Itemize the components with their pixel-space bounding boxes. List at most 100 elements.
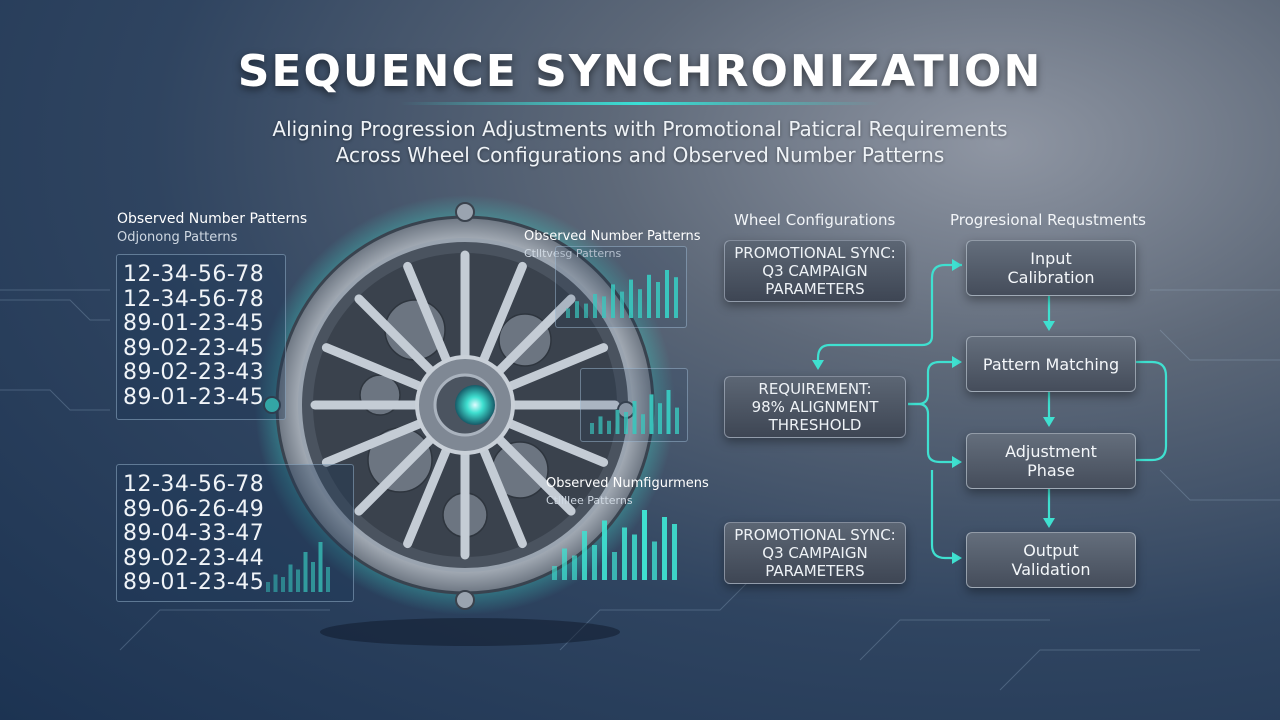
config-box-line: PARAMETERS [765,562,865,580]
wheel-spoke [321,343,424,391]
wheel-spoke [403,446,451,549]
left-panel-heading: Observed Number Patterns [117,211,308,227]
step-output-validation: Output Validation [966,532,1136,588]
bar-top [584,303,588,318]
number-pattern: 89-01-23-45 [123,311,265,337]
bar-middle [649,394,654,434]
wheel-graphic [255,195,675,646]
bar-top [620,291,624,318]
wheel-spoke [495,435,576,516]
number-pattern: 89-06-26-49 [123,496,265,522]
bar-middle [658,403,662,434]
wheel-spoke [321,419,424,467]
bar-top [575,301,579,318]
bar-bottom [642,510,647,580]
wheel-spoke [354,435,435,516]
step-input-calibration: Input Calibration [966,240,1136,296]
bar-left [288,564,293,592]
config-box-line: Q3 CAMPAIGN [762,544,868,562]
mini-panel-top-heading: Observed Number Patterns [524,229,701,244]
subtitle-line-2: Across Wheel Configurations and Observed… [335,143,945,167]
step-pattern-matching: Pattern Matching [966,336,1136,392]
bar-middle [607,420,611,434]
bar-bottom [552,566,557,580]
config-box-line: Q3 CAMPAIGN [762,262,868,280]
bar-bottom [662,517,667,580]
bar-left [318,542,323,592]
config-box-line: PARAMETERS [765,280,865,298]
bar-bottom [582,531,587,580]
title-underline [400,102,880,105]
bar-bottom [572,555,577,580]
bar-bottom [592,545,597,580]
bar-top [629,279,633,318]
wheel-spoke [506,343,609,391]
bar-top [674,277,678,318]
bar-bottom [602,520,607,580]
config-box-promotional-sync-top: PROMOTIONAL SYNC: Q3 CAMPAIGN PARAMETERS [724,240,906,302]
mini-panel-top-subheading: Ctlltvesg Patterns [524,247,622,260]
number-pattern: 12-34-56-78 [123,286,265,312]
bar-bottom [632,534,637,580]
progression-heading: Progresional Requstments [950,211,1146,229]
wheel-spoke [495,294,576,375]
mini-panel-top [555,246,687,328]
wheel-spoke [479,261,527,364]
number-pattern: 12-34-56-78 [123,472,265,497]
page-title: SEQUENCE SYNCHRONIZATION [237,46,1043,97]
bar-top [611,284,615,318]
bar-middle [590,423,594,434]
wheel-spoke [506,419,609,467]
config-box-line: THRESHOLD [768,416,862,434]
bar-top [593,294,597,318]
wheel-spoke [403,261,451,364]
bar-top [566,308,570,318]
number-pattern: 89-02-23-44 [123,545,265,571]
config-box-promotional-sync-bottom: PROMOTIONAL SYNC: Q3 CAMPAIGN PARAMETERS [724,522,906,584]
bar-bottom [652,541,657,580]
mini-panel-bottom-heading: Observed Numfigurmens [546,476,709,491]
bar-left [311,562,315,592]
bar-middle [675,407,679,434]
wheel-configurations-heading: Wheel Configurations [734,211,896,229]
bar-left [296,569,300,592]
mini-panel-bottom-subheading: Ctllllee Patterns [546,494,633,507]
wheel-spoke [354,294,435,375]
bar-left [266,582,270,592]
number-pattern: 12-34-56-78 [123,262,265,287]
step-adjustment-phase: Adjustment Phase [966,433,1136,489]
config-box-line: PROMOTIONAL SYNC: [734,244,896,262]
bar-left [281,577,285,592]
mini-panel-middle [580,368,688,442]
number-pattern: 89-02-23-45 [123,335,265,361]
wheel-spoke [479,446,527,549]
number-pattern: 89-01-23-45 [123,384,265,410]
number-pattern: 89-04-33-47 [123,521,265,547]
bar-bottom [622,527,627,580]
left-panel-subheading: Odjonong Patterns [117,230,238,245]
bar-top [638,289,642,318]
bar-top [656,282,660,318]
bar-top [602,296,606,318]
subtitle-line-1: Aligning Progression Adjustments with Pr… [272,117,1008,141]
config-box-line: 98% ALIGNMENT [751,398,879,416]
bar-middle [641,414,645,434]
number-pattern: 89-02-23-43 [123,360,265,386]
bar-middle [624,412,628,434]
bar-top [665,270,669,318]
number-pattern: 89-01-23-45 [123,570,265,596]
mini-bar-charts [266,270,679,592]
config-box-requirement: REQUIREMENT: 98% ALIGNMENT THRESHOLD [724,376,906,438]
bar-middle [666,390,671,434]
bar-bottom [562,548,567,580]
bar-bottom [672,524,677,580]
bar-top [647,274,651,318]
bar-middle [615,409,620,434]
bar-left [326,567,330,592]
bar-middle [598,416,603,434]
bar-left [273,574,278,592]
bar-middle [632,401,637,434]
